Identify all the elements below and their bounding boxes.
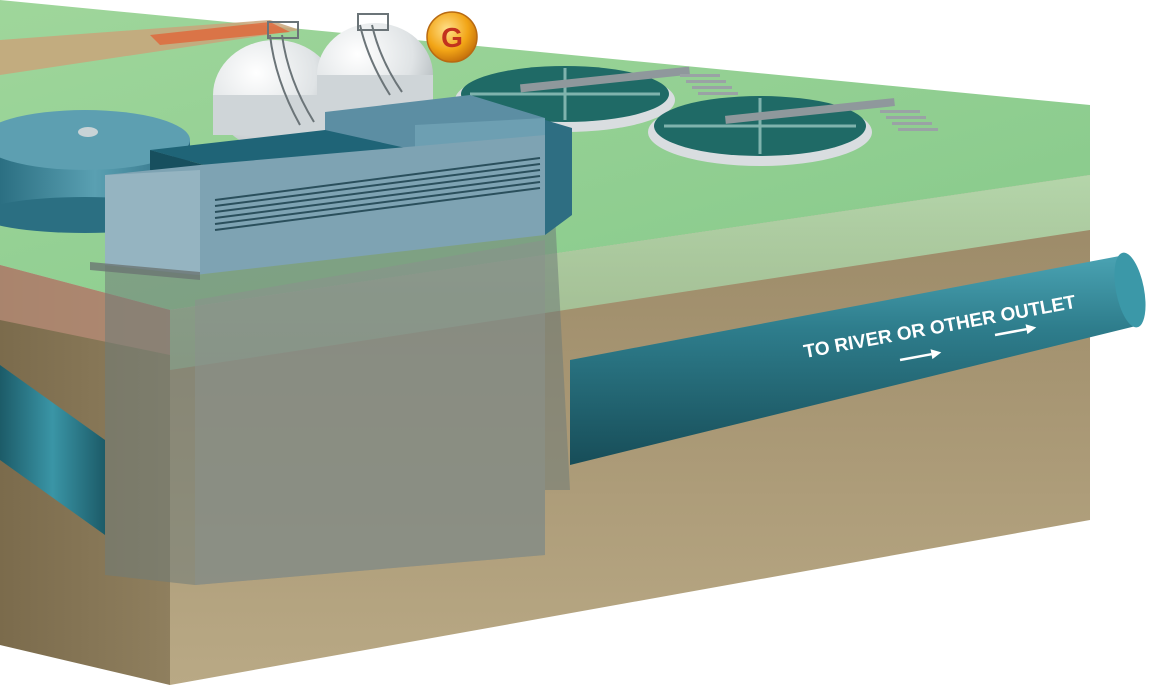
treatment-building — [105, 95, 572, 275]
badge-letter: G — [441, 22, 463, 53]
building-slab — [90, 262, 200, 280]
ground-path-accent — [150, 22, 290, 45]
ladder-icon — [267, 13, 403, 126]
clarifier-stairs — [680, 74, 938, 131]
clarifier-2 — [648, 96, 895, 166]
digester-dome-2 — [317, 23, 433, 127]
flow-arrow-icon — [899, 349, 942, 362]
inflow-pipe — [0, 365, 105, 535]
process-badge: G — [426, 11, 478, 63]
building-vents — [214, 157, 541, 231]
outlet-pipe — [570, 252, 1146, 465]
building-foundation-face — [195, 240, 545, 585]
flow-arrow-icon — [994, 324, 1037, 337]
digester-dome-1 — [213, 40, 337, 150]
